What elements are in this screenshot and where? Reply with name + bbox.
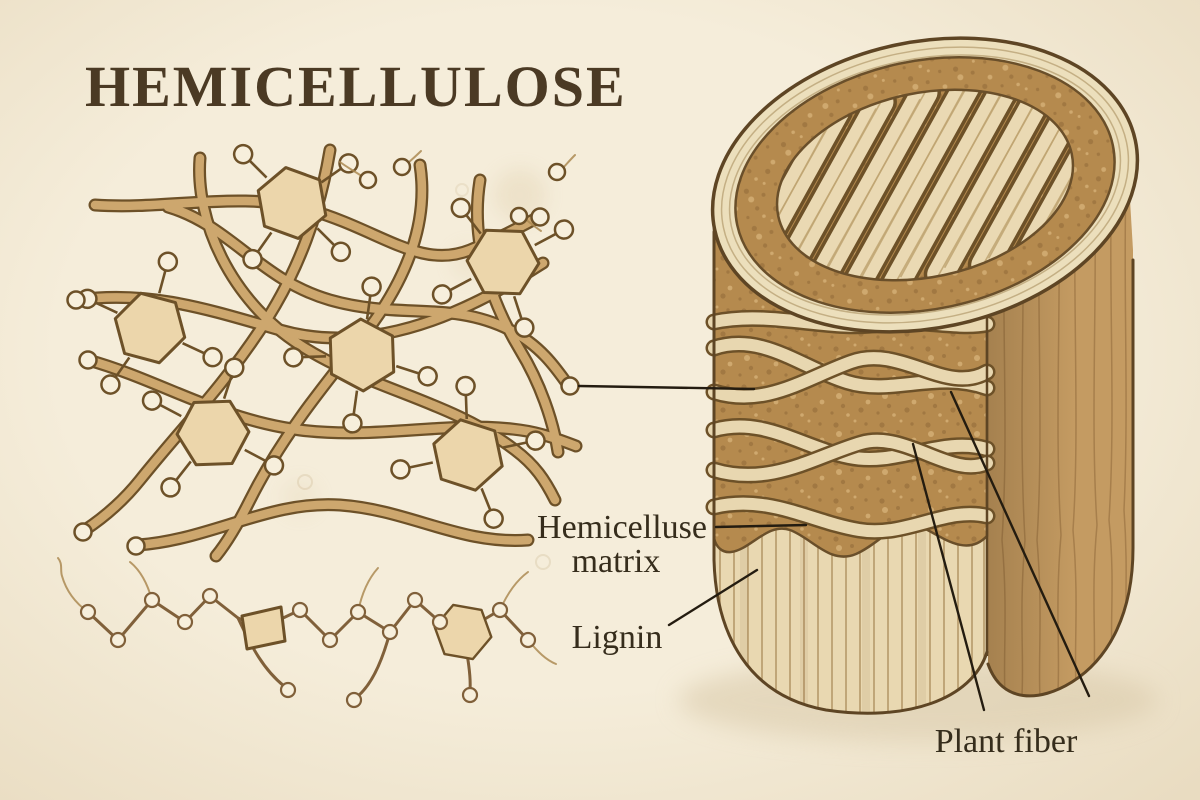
label-lignin: Lignin (572, 619, 663, 656)
label-hemicellulose-matrix-line1: Hemicelluse (537, 509, 707, 546)
chain-nodes (79, 587, 537, 709)
leader-plant-fiber-2 (949, 390, 1091, 698)
floating-side-chains (297, 150, 576, 570)
chain-sugar-ring (433, 603, 493, 661)
chain-sugar-square (240, 605, 287, 651)
chemical-chain (57, 557, 557, 709)
leader-lines (577, 384, 1091, 712)
cross-section-top (710, 36, 1140, 334)
molecular-network (66, 108, 605, 570)
leader-plant-fiber-1 (911, 442, 986, 712)
strand-tip-nodes (66, 207, 580, 556)
label-plant-fiber: Plant fiber (935, 723, 1078, 760)
label-hemicellulose-matrix-line2: matrix (572, 543, 661, 580)
leader-network-to-matrix (577, 384, 756, 391)
page-title: HEMICELLULOSE (85, 54, 627, 119)
leader-lignin (667, 568, 759, 627)
labels: Hemicelluse matrix Lignin Plant fiber (537, 509, 1078, 760)
leader-matrix (714, 523, 808, 529)
fiber-bundle-cylinder (705, 36, 1140, 715)
